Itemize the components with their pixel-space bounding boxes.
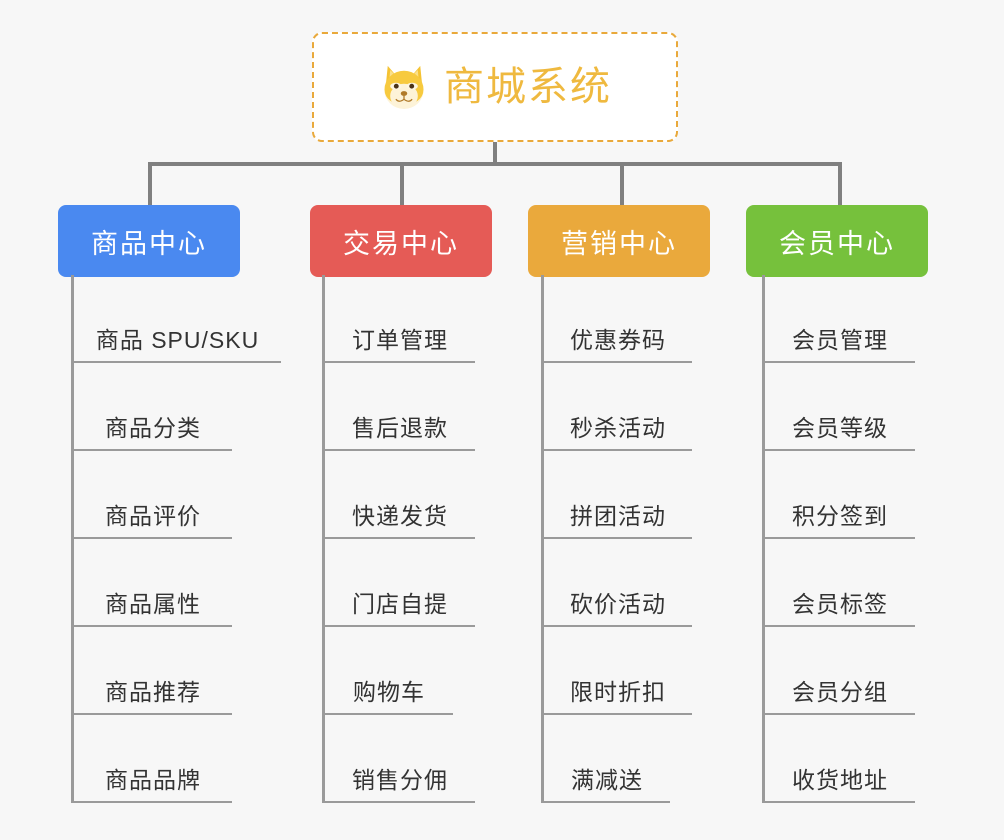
leaf-item[interactable]: 限时折扣 <box>544 627 692 715</box>
root-title: 商城系统 <box>444 65 612 109</box>
leaf-item[interactable]: 秒杀活动 <box>544 363 692 451</box>
leaf-item[interactable]: 购物车 <box>325 627 453 715</box>
leaf-label: 商品品牌 <box>105 767 201 793</box>
leaf-item[interactable]: 会员管理 <box>765 275 915 363</box>
leaf-item[interactable]: 商品属性 <box>74 539 232 627</box>
connector-drop-3 <box>620 162 624 206</box>
leaf-label: 商品评价 <box>105 503 201 529</box>
leaf-label: 购物车 <box>353 679 425 705</box>
leaf-label: 满减送 <box>571 767 643 793</box>
leaf-item[interactable]: 商品分类 <box>74 363 232 451</box>
category-label: 商品中心 <box>91 228 207 259</box>
column-trunk <box>71 275 74 803</box>
category-label: 会员中心 <box>779 228 895 259</box>
connector-drop-4 <box>838 162 842 206</box>
column-trunk <box>322 275 325 803</box>
leaf-item[interactable]: 会员标签 <box>765 539 915 627</box>
leaf-label: 优惠券码 <box>570 327 666 353</box>
leaf-item[interactable]: 快递发货 <box>325 451 475 539</box>
leaf-label: 会员等级 <box>792 415 888 441</box>
leaf-label: 拼团活动 <box>570 503 666 529</box>
leaf-label: 门店自提 <box>352 591 448 617</box>
category-label: 营销中心 <box>561 228 677 259</box>
leaf-item[interactable]: 砍价活动 <box>544 539 692 627</box>
leaf-item[interactable]: 订单管理 <box>325 275 475 363</box>
leaf-label: 砍价活动 <box>570 591 666 617</box>
connector-drop-2 <box>400 162 404 206</box>
leaf-item[interactable]: 售后退款 <box>325 363 475 451</box>
root-node[interactable]: 商城系统 <box>312 32 678 142</box>
leaf-label: 秒杀活动 <box>570 415 666 441</box>
leaf-item[interactable]: 收货地址 <box>765 715 915 803</box>
leaf-item[interactable]: 商品评价 <box>74 451 232 539</box>
leaf-label: 会员分组 <box>792 679 888 705</box>
leaf-label: 快递发货 <box>352 503 448 529</box>
category-box-营销中心[interactable]: 营销中心 <box>528 205 710 277</box>
category-box-交易中心[interactable]: 交易中心 <box>310 205 492 277</box>
leaf-label: 会员标签 <box>792 591 888 617</box>
category-box-会员中心[interactable]: 会员中心 <box>746 205 928 277</box>
connector-horizontal-bus <box>150 162 840 166</box>
leaf-label: 会员管理 <box>792 327 888 353</box>
leaf-item[interactable]: 销售分佣 <box>325 715 475 803</box>
leaf-label: 收货地址 <box>792 767 888 793</box>
leaf-item[interactable]: 会员等级 <box>765 363 915 451</box>
leaf-label: 销售分佣 <box>352 767 448 793</box>
connector-root-stem <box>493 142 497 164</box>
leaf-item[interactable]: 商品 SPU/SKU <box>74 275 281 363</box>
column-trunk <box>541 275 544 803</box>
leaf-label: 商品属性 <box>105 591 201 617</box>
leaf-label: 商品推荐 <box>105 679 201 705</box>
leaf-item[interactable]: 商品品牌 <box>74 715 232 803</box>
connector-drop-1 <box>148 162 152 206</box>
category-label: 交易中心 <box>343 228 459 259</box>
leaf-item[interactable]: 会员分组 <box>765 627 915 715</box>
leaf-item[interactable]: 优惠券码 <box>544 275 692 363</box>
leaf-label: 限时折扣 <box>570 679 666 705</box>
leaf-label: 积分签到 <box>792 503 888 529</box>
leaf-label: 售后退款 <box>352 415 448 441</box>
leaf-label: 商品 SPU/SKU <box>95 327 260 353</box>
leaf-item[interactable]: 商品推荐 <box>74 627 232 715</box>
leaf-label: 商品分类 <box>105 415 201 441</box>
category-box-商品中心[interactable]: 商品中心 <box>58 205 240 277</box>
leaf-item[interactable]: 拼团活动 <box>544 451 692 539</box>
dog-face-icon <box>378 61 430 113</box>
leaf-item[interactable]: 积分签到 <box>765 451 915 539</box>
leaf-item[interactable]: 门店自提 <box>325 539 475 627</box>
leaf-label: 订单管理 <box>352 327 448 353</box>
leaf-item[interactable]: 满减送 <box>544 715 670 803</box>
column-trunk <box>762 275 765 803</box>
